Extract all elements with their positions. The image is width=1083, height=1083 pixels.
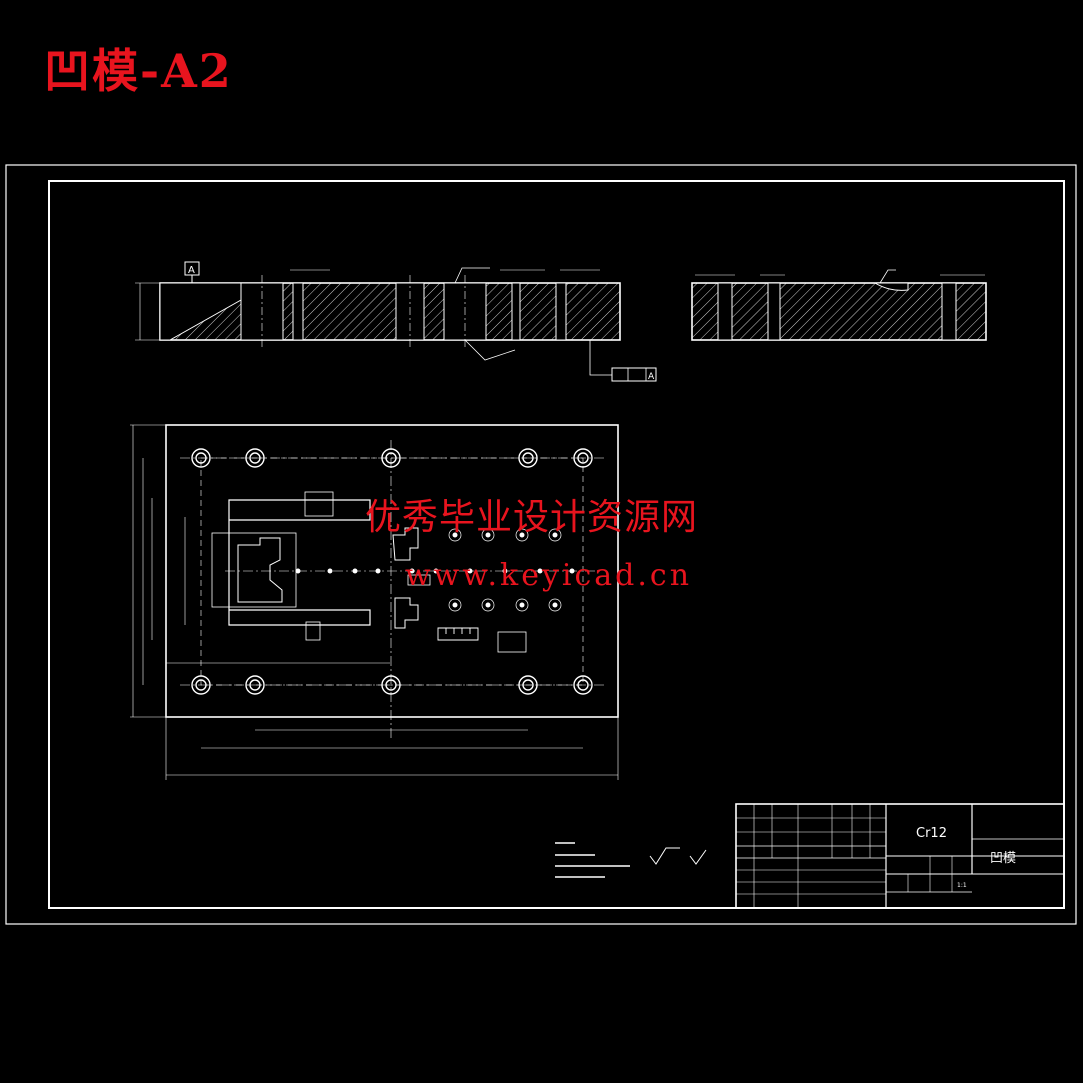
sheet-outer-border [5,164,1077,925]
punch-profile [237,537,283,603]
die-cavity-outline [228,499,371,626]
plan-outline [165,424,619,718]
parallelism-datum: A [648,372,655,382]
part-name-label: 凹模 [990,851,1016,866]
die-cavity-inner [211,532,297,608]
notch [304,491,334,517]
notch [305,621,321,641]
plan-view [130,424,619,780]
datum-a-label: A [188,265,195,276]
watermark-site-name: 优秀毕业设计资源网 [365,497,699,538]
front-section-view: A A [135,261,657,382]
cross-cavity [394,597,419,629]
side-groove [873,282,909,291]
side-cavity [941,282,957,341]
title-block [735,803,1065,909]
watermark-url: www.keyicad.cn [405,558,693,593]
technical-notes [555,842,707,878]
sheet-inner-border [48,180,1065,909]
roughness-symbol [649,847,680,865]
section-cavity [292,282,304,341]
parallelism-frame [611,367,657,382]
side-cavity [717,282,733,341]
cross-cavity [392,527,419,561]
section-cavity [511,282,521,341]
side-cavity [767,282,781,341]
section-taper-cavity [159,282,242,341]
side-hatch-area [691,282,987,341]
pierce-hole-rings [448,528,562,612]
section-cavity [555,282,567,341]
pierce-holes [295,532,575,608]
screw-holes [191,448,593,695]
roughness-symbol [689,849,707,865]
comb-cavity [437,627,479,641]
small-cavity [407,574,431,586]
scale-label: 1:1 [957,882,967,889]
material-label: Cr12 [916,826,947,841]
drawing-title: 凹模-A2 [44,44,233,98]
side-section-view [691,269,987,341]
small-cavity [497,631,527,653]
